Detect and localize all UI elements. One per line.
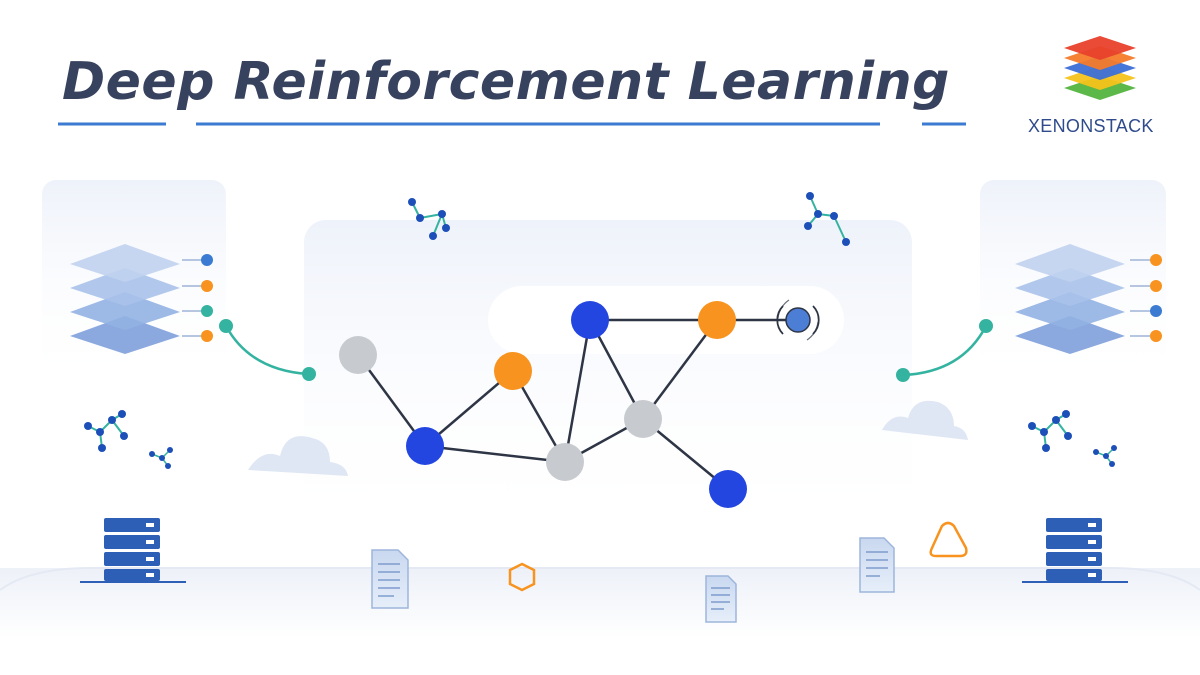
cloud-icon bbox=[248, 436, 348, 476]
signal-node-icon bbox=[776, 299, 820, 341]
server-rack-icon bbox=[1022, 518, 1128, 583]
graph-node bbox=[494, 352, 532, 390]
layer-stack-icon bbox=[1015, 244, 1162, 354]
page-title: Deep Reinforcement Learning bbox=[62, 52, 950, 112]
molecule-icon bbox=[149, 447, 173, 469]
hexagon-icon bbox=[508, 562, 536, 592]
triangle-icon bbox=[929, 521, 968, 558]
brand-name: XENONSTACK bbox=[1028, 116, 1154, 136]
molecule-icon bbox=[408, 198, 450, 240]
connector-left bbox=[219, 319, 316, 381]
graph-node bbox=[546, 443, 584, 481]
graph-node bbox=[698, 301, 736, 339]
graph-node bbox=[339, 336, 377, 374]
connector-right bbox=[896, 319, 993, 382]
server-rack-icon bbox=[80, 518, 186, 583]
graph-node bbox=[709, 470, 747, 508]
document-icon bbox=[705, 575, 737, 623]
network-nodes bbox=[339, 301, 747, 508]
graph-node bbox=[624, 400, 662, 438]
graph-node bbox=[571, 301, 609, 339]
stacked-layers-logo bbox=[1064, 36, 1136, 100]
layer-stack-icon bbox=[70, 244, 213, 354]
document-icon bbox=[371, 549, 409, 609]
molecule-icon bbox=[84, 410, 128, 452]
floor bbox=[0, 568, 1200, 638]
molecule-icon bbox=[1028, 410, 1072, 452]
cloud-icon bbox=[882, 400, 968, 440]
molecule-icon bbox=[804, 192, 850, 246]
document-icon bbox=[859, 537, 895, 593]
molecule-icon bbox=[1093, 445, 1117, 467]
graph-node bbox=[406, 427, 444, 465]
center-board bbox=[304, 220, 912, 540]
